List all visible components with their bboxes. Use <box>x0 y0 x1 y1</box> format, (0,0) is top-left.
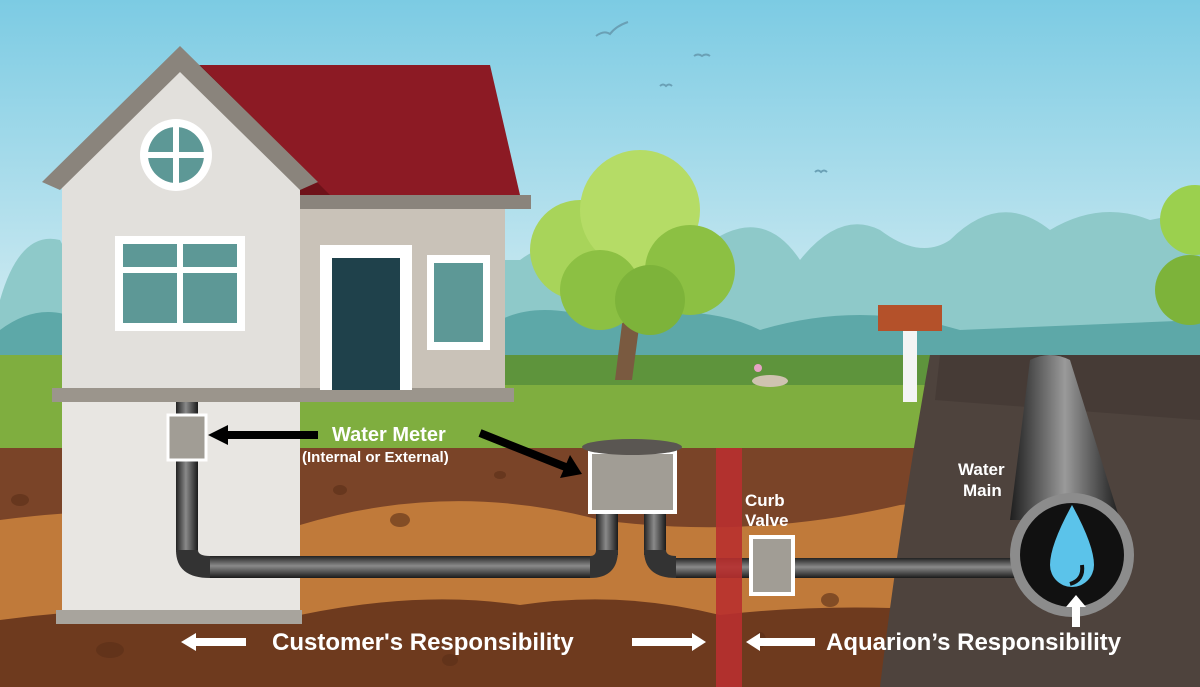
birds <box>595 21 828 174</box>
mailbox <box>878 305 942 402</box>
curb-valve-label-1: Curb <box>745 491 785 510</box>
curb-valve-box <box>749 535 795 596</box>
water-meter-label: Water Meter <box>332 424 446 446</box>
tree-right <box>1155 185 1200 325</box>
internal-meter <box>166 413 208 462</box>
customer-right-arrow-icon <box>632 633 706 651</box>
meter-pit <box>582 439 682 514</box>
up-arrow-icon <box>1066 595 1086 627</box>
customer-left-arrow-icon <box>181 633 246 651</box>
aquarion-responsibility-label: Aquarion’s Responsibility <box>826 629 1122 656</box>
property-boundary <box>716 448 742 687</box>
left-arrow-icon <box>208 425 318 445</box>
rocks <box>752 364 788 387</box>
aquarion-left-arrow-icon <box>746 633 815 651</box>
curb-valve-label-2: Valve <box>745 511 789 530</box>
tree <box>530 150 735 380</box>
diagonal-arrow-icon <box>478 429 582 478</box>
customer-responsibility-label: Customer's Responsibility <box>272 629 574 656</box>
water-main-label-2: Main <box>963 481 1002 500</box>
water-meter-sublabel: (Internal or External) <box>302 449 449 466</box>
water-main <box>1010 355 1134 617</box>
water-main-label-1: Water <box>958 460 1005 479</box>
